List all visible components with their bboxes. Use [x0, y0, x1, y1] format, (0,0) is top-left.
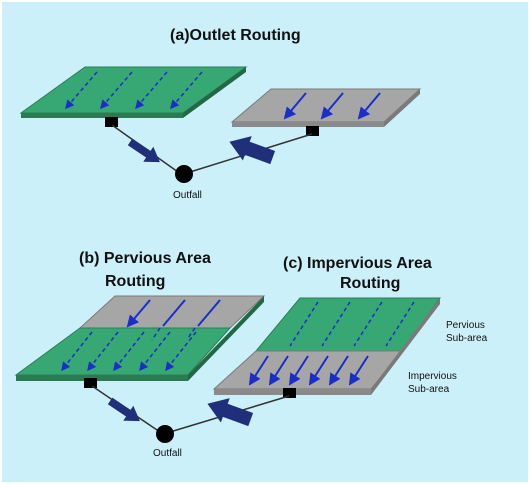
pervious-plane-a [19, 66, 248, 118]
outlet-node-pervious-a [105, 117, 118, 127]
outlet-node-c [283, 388, 296, 398]
pervious-subarea-label-line2: Sub-area [446, 333, 488, 344]
flow-arrows-pervious-a [65, 71, 203, 110]
pervious-routing-title-line2: Routing [105, 273, 166, 290]
routing-arrow-pervious-a [127, 138, 160, 163]
flow-arrows-impervious-b [126, 299, 221, 328]
outfall-node-bottom [156, 425, 174, 443]
outlet-routing-title: (a)Outlet Routing [170, 27, 301, 44]
flow-arrows-pervious-c [289, 301, 415, 347]
impervious-routing-title-line2: Routing [340, 275, 401, 292]
impervious-subarea-label: Impervious [408, 371, 457, 382]
pervious-routing-title: (b) Pervious Area [79, 250, 211, 267]
flow-arrows-impervious-a [283, 92, 381, 120]
routing-arrow-c [207, 398, 254, 427]
flow-arrows-impervious-c [248, 355, 369, 386]
routing-arrow-b [107, 397, 140, 422]
flow-arrows-pervious-b [61, 327, 197, 372]
routing-arrow-impervious-a [229, 136, 276, 165]
pervious-plane-b [14, 296, 264, 381]
impervious-plane-a [230, 88, 422, 127]
pervious-subarea-label: Pervious [446, 320, 485, 331]
outfall-label-top: Outfall [173, 190, 202, 201]
outlet-node-b [84, 378, 97, 388]
outlet-node-impervious-a [306, 126, 319, 136]
outfall-node-a [175, 165, 193, 183]
impervious-routing-title: (c) Impervious Area [283, 255, 432, 272]
impervious-subarea-label-line2: Sub-area [408, 384, 450, 395]
outfall-label-bottom: Outfall [153, 448, 182, 459]
